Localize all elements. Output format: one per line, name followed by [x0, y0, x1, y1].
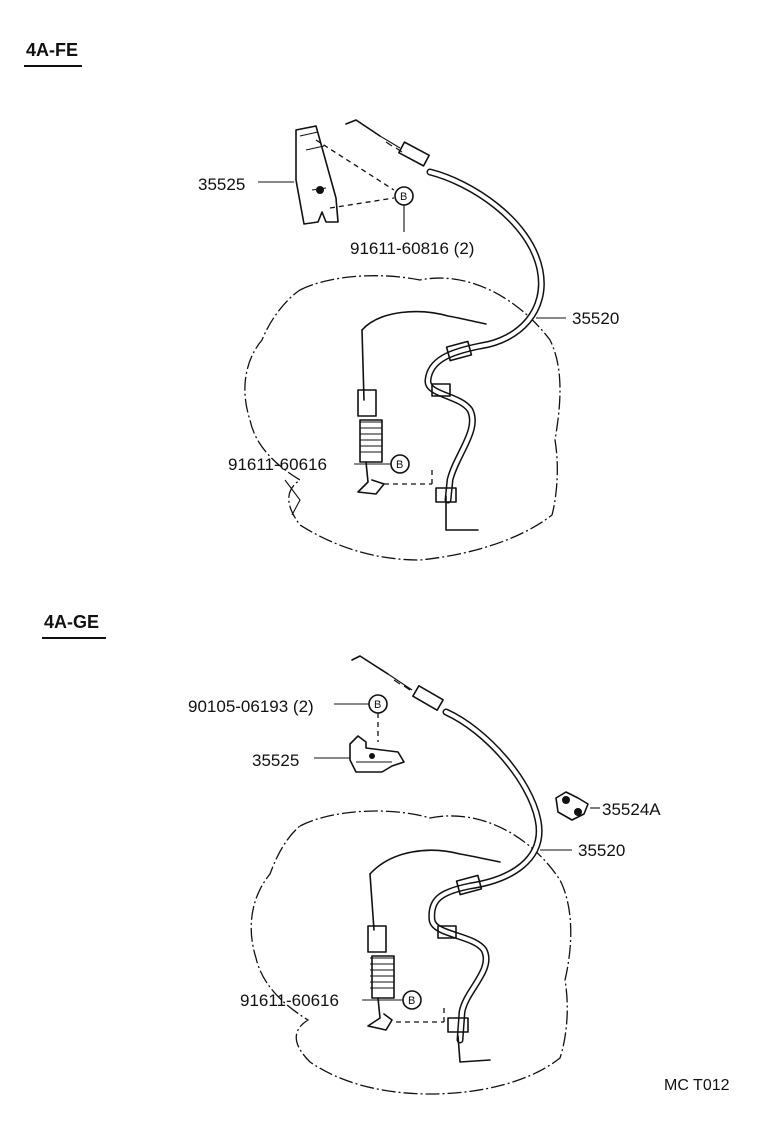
label-91611-60616: 91611-60616 — [240, 991, 339, 1010]
reference-code: MC T012 — [664, 1077, 730, 1094]
bracket-35525 — [349, 735, 405, 773]
bolt-b-text: B — [400, 191, 407, 203]
throttle-cable — [351, 655, 543, 1063]
label-91611-60816: 91611-60816 (2) — [350, 239, 474, 258]
label-91611-60616: 91611-60616 — [228, 455, 327, 474]
transmission-outline — [250, 810, 572, 1095]
clip-35524a — [555, 791, 589, 821]
dashed-leader — [315, 139, 395, 191]
label-35520: 35520 — [572, 309, 619, 328]
label-35525: 35525 — [198, 175, 245, 194]
label-35525: 35525 — [252, 751, 299, 770]
transmission-outline — [244, 275, 561, 561]
bolt-b-text: B — [408, 995, 415, 1007]
bracket-35525 — [295, 125, 339, 225]
section-title-4a-ge: 4A-GE — [44, 612, 99, 632]
transmission-flange — [284, 479, 301, 516]
bolt-b-text: B — [374, 699, 381, 711]
dashed-leader — [329, 197, 395, 209]
label-90105-06193: 90105-06193 (2) — [188, 697, 314, 716]
section-4a-ge: 4A-GE B — [42, 612, 661, 1095]
bolt-b-text: B — [396, 459, 403, 471]
label-35524a: 35524A — [602, 800, 661, 819]
throttle-cable — [345, 119, 545, 531]
section-4a-fe: 4A-FE B — [24, 40, 619, 561]
label-35520: 35520 — [578, 841, 625, 860]
section-title-4a-fe: 4A-FE — [26, 40, 78, 60]
